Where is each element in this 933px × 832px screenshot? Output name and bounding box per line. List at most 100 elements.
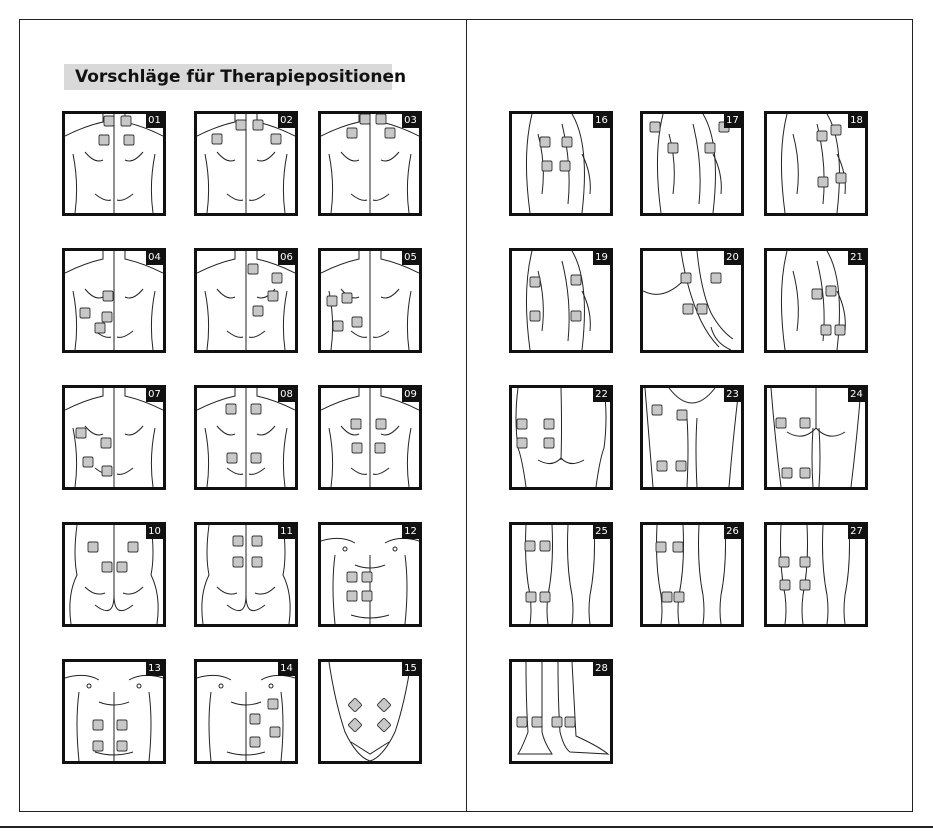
position-tile: 05 — [318, 248, 422, 353]
electrode-pad — [248, 264, 258, 274]
electrode-pad — [252, 557, 262, 567]
position-number: 28 — [593, 662, 610, 676]
electrode-pad — [517, 717, 527, 727]
electrode-pad — [83, 457, 93, 467]
electrode-pad — [270, 727, 280, 737]
electrode-pad — [517, 438, 527, 448]
position-tile: 22 — [509, 385, 613, 490]
position-number: 23 — [724, 388, 741, 402]
electrode-pad — [377, 698, 391, 712]
electrode-pad — [571, 275, 581, 285]
electrode-pad — [544, 419, 554, 429]
electrode-pad — [104, 116, 114, 126]
electrode-pad — [250, 714, 260, 724]
position-tile: 08 — [194, 385, 298, 490]
electrode-pad — [236, 120, 246, 130]
electrode-pad — [347, 591, 357, 601]
electrode-pad — [233, 557, 243, 567]
electrode-pad — [779, 557, 789, 567]
electrode-pad — [362, 591, 372, 601]
position-number: 13 — [146, 662, 163, 676]
electrode-pad — [657, 461, 667, 471]
body-illustration — [767, 114, 865, 213]
electrode-pad — [121, 116, 131, 126]
electrode-pad — [93, 741, 103, 751]
body-illustration — [321, 251, 419, 350]
position-tile: 19 — [509, 248, 613, 353]
position-tile: 27 — [764, 522, 868, 627]
electrode-pad — [800, 557, 810, 567]
position-number: 11 — [278, 525, 295, 539]
body-illustration — [65, 114, 163, 213]
position-tile: 14 — [194, 659, 298, 764]
electrode-pad — [352, 317, 362, 327]
electrode-pad — [552, 717, 562, 727]
electrode-pad — [348, 698, 362, 712]
electrode-pad — [385, 128, 395, 138]
position-number: 16 — [593, 114, 610, 128]
electrode-pad — [376, 114, 386, 124]
position-number: 04 — [146, 251, 163, 265]
position-number: 12 — [402, 525, 419, 539]
page-divider — [466, 19, 467, 812]
electrode-pad — [253, 120, 263, 130]
electrode-pad — [532, 717, 542, 727]
body-illustration — [643, 251, 741, 350]
position-tile: 28 — [509, 659, 613, 764]
position-tile: 26 — [640, 522, 744, 627]
body-illustration — [65, 525, 163, 624]
electrode-pad — [831, 125, 841, 135]
electrode-pad — [817, 131, 827, 141]
electrode-pad — [677, 410, 687, 420]
electrode-pad — [650, 122, 660, 132]
electrode-pad — [668, 143, 678, 153]
electrode-pad — [835, 325, 845, 335]
position-number: 26 — [724, 525, 741, 539]
electrode-pad — [540, 137, 550, 147]
body-illustration — [767, 525, 865, 624]
electrode-pad — [818, 177, 828, 187]
electrode-pad — [233, 536, 243, 546]
position-tile: 04 — [62, 248, 166, 353]
electrode-pad — [268, 291, 278, 301]
electrode-pad — [351, 419, 361, 429]
body-illustration — [197, 662, 295, 761]
position-tile: 21 — [764, 248, 868, 353]
position-number: 24 — [848, 388, 865, 402]
body-illustration — [512, 525, 610, 624]
electrode-pad — [342, 293, 352, 303]
electrode-pad — [102, 562, 112, 572]
position-number: 03 — [402, 114, 419, 128]
position-tile: 10 — [62, 522, 166, 627]
position-number: 19 — [593, 251, 610, 265]
position-number: 09 — [402, 388, 419, 402]
electrode-pad — [652, 405, 662, 415]
electrode-pad — [526, 592, 536, 602]
body-illustration — [643, 114, 741, 213]
position-tile: 09 — [318, 385, 422, 490]
electrode-pad — [212, 134, 222, 144]
electrode-pad — [562, 137, 572, 147]
electrode-pad — [565, 717, 575, 727]
electrode-pad — [271, 134, 281, 144]
electrode-pad — [530, 311, 540, 321]
position-tile: 23 — [640, 385, 744, 490]
position-tile: 25 — [509, 522, 613, 627]
electrode-pad — [102, 312, 112, 322]
electrode-pad — [800, 580, 810, 590]
electrode-pad — [683, 304, 693, 314]
body-illustration — [512, 114, 610, 213]
electrode-pad — [102, 466, 112, 476]
electrode-pad — [362, 572, 372, 582]
body-illustration — [512, 662, 610, 761]
electrode-pad — [347, 128, 357, 138]
electrode-pad — [252, 536, 262, 546]
electrode-pad — [800, 468, 810, 478]
electrode-pad — [76, 428, 86, 438]
position-number: 22 — [593, 388, 610, 402]
electrode-pad — [95, 323, 105, 333]
body-illustration — [197, 388, 295, 487]
electrode-pad — [375, 443, 385, 453]
electrode-pad — [93, 720, 103, 730]
electrode-pad — [776, 418, 786, 428]
